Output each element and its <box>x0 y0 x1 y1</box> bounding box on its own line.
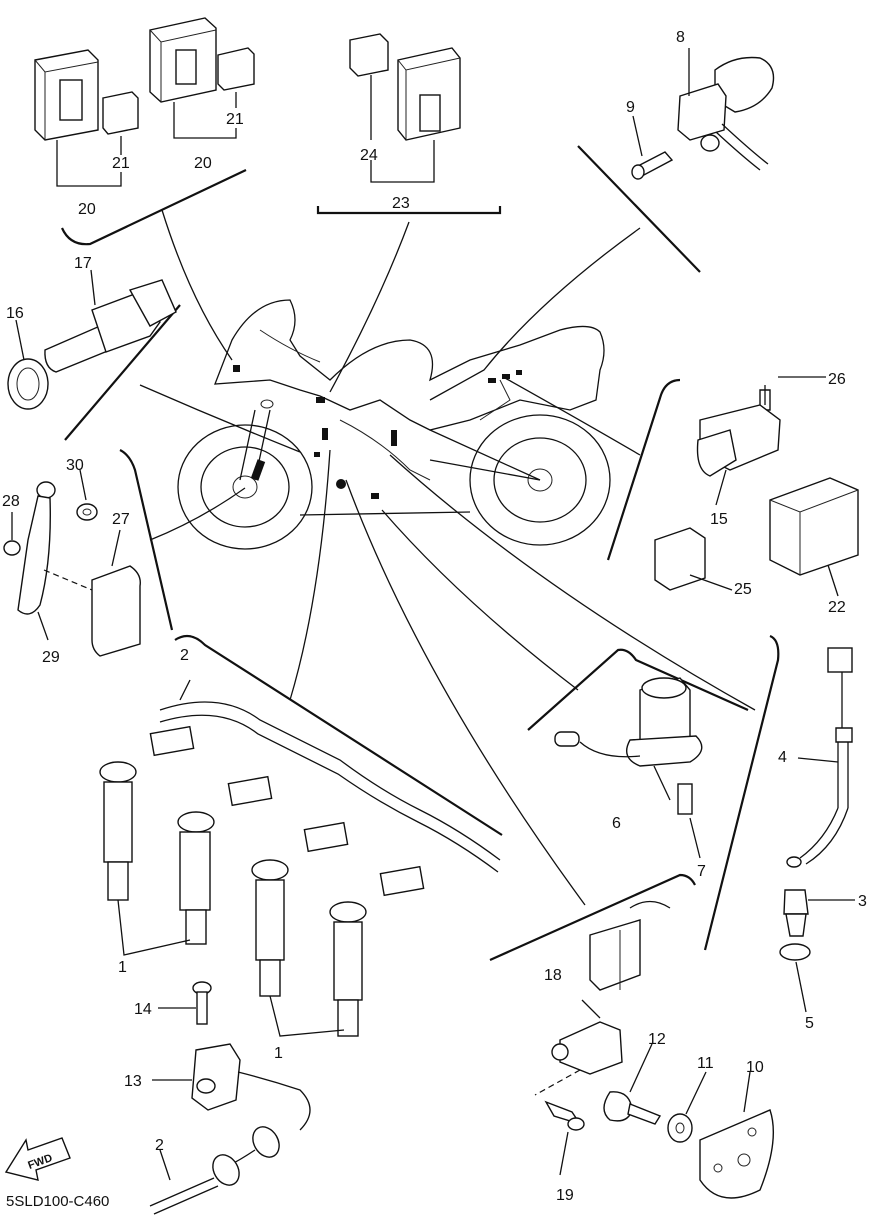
callout-20: 20 <box>78 201 96 218</box>
callout-22: 22 <box>828 599 846 616</box>
callout-9: 9 <box>626 99 635 116</box>
callout-29: 29 <box>42 649 60 666</box>
callout-labels: 1122345678910111213141516171819202021212… <box>2 29 867 1204</box>
callout-19: 19 <box>556 1187 574 1204</box>
callout-26: 26 <box>828 371 846 388</box>
callout-6: 6 <box>612 815 621 832</box>
callout-18: 18 <box>544 967 562 984</box>
callout-28: 28 <box>2 493 20 510</box>
callout-4: 4 <box>778 749 787 766</box>
callout-16: 16 <box>6 305 24 322</box>
sensor-part-6 <box>554 677 703 859</box>
group-frames <box>60 145 780 962</box>
callout-15: 15 <box>710 511 728 528</box>
callout-20: 20 <box>194 155 212 172</box>
callout-27: 27 <box>112 511 130 528</box>
callout-7: 7 <box>697 863 706 880</box>
callout-21: 21 <box>226 111 244 128</box>
callout-24: 24 <box>360 147 378 164</box>
callout-30: 30 <box>66 457 84 474</box>
callout-13: 13 <box>124 1073 142 1090</box>
callout-14: 14 <box>134 1001 152 1018</box>
relay-group-23-24 <box>349 33 461 183</box>
crank-sensor-parts <box>534 900 774 1199</box>
sensor-part-3-4-5 <box>779 647 855 1013</box>
leader-lines <box>139 209 756 906</box>
ignition-coils-harness <box>99 679 501 1037</box>
sensor-markers <box>233 365 522 499</box>
callout-21: 21 <box>112 155 130 172</box>
callout-1: 1 <box>274 1045 283 1062</box>
sensor-part-13 <box>149 981 311 1215</box>
ecu-parts-15-22-25-26 <box>654 376 859 597</box>
drawing-code: 5SLD100-C460 <box>6 1193 109 1210</box>
callout-3: 3 <box>858 893 867 910</box>
bracket-parts-27-30 <box>3 469 141 657</box>
fwd-arrow-icon <box>4 1137 71 1181</box>
callout-25: 25 <box>734 581 752 598</box>
motorcycle-outline <box>177 299 611 550</box>
callout-2: 2 <box>180 647 189 664</box>
callout-17: 17 <box>74 255 92 272</box>
callout-11: 11 <box>697 1055 714 1072</box>
sensor-part-8 <box>631 48 775 180</box>
sensor-part-17 <box>7 269 177 410</box>
callout-8: 8 <box>676 29 685 46</box>
callout-2: 2 <box>155 1137 164 1154</box>
callout-23: 23 <box>392 195 410 212</box>
callout-1: 1 <box>118 959 127 976</box>
callout-5: 5 <box>805 1015 814 1032</box>
callout-10: 10 <box>746 1059 764 1076</box>
relay-group-20-21 <box>34 17 255 187</box>
callout-12: 12 <box>648 1031 666 1048</box>
